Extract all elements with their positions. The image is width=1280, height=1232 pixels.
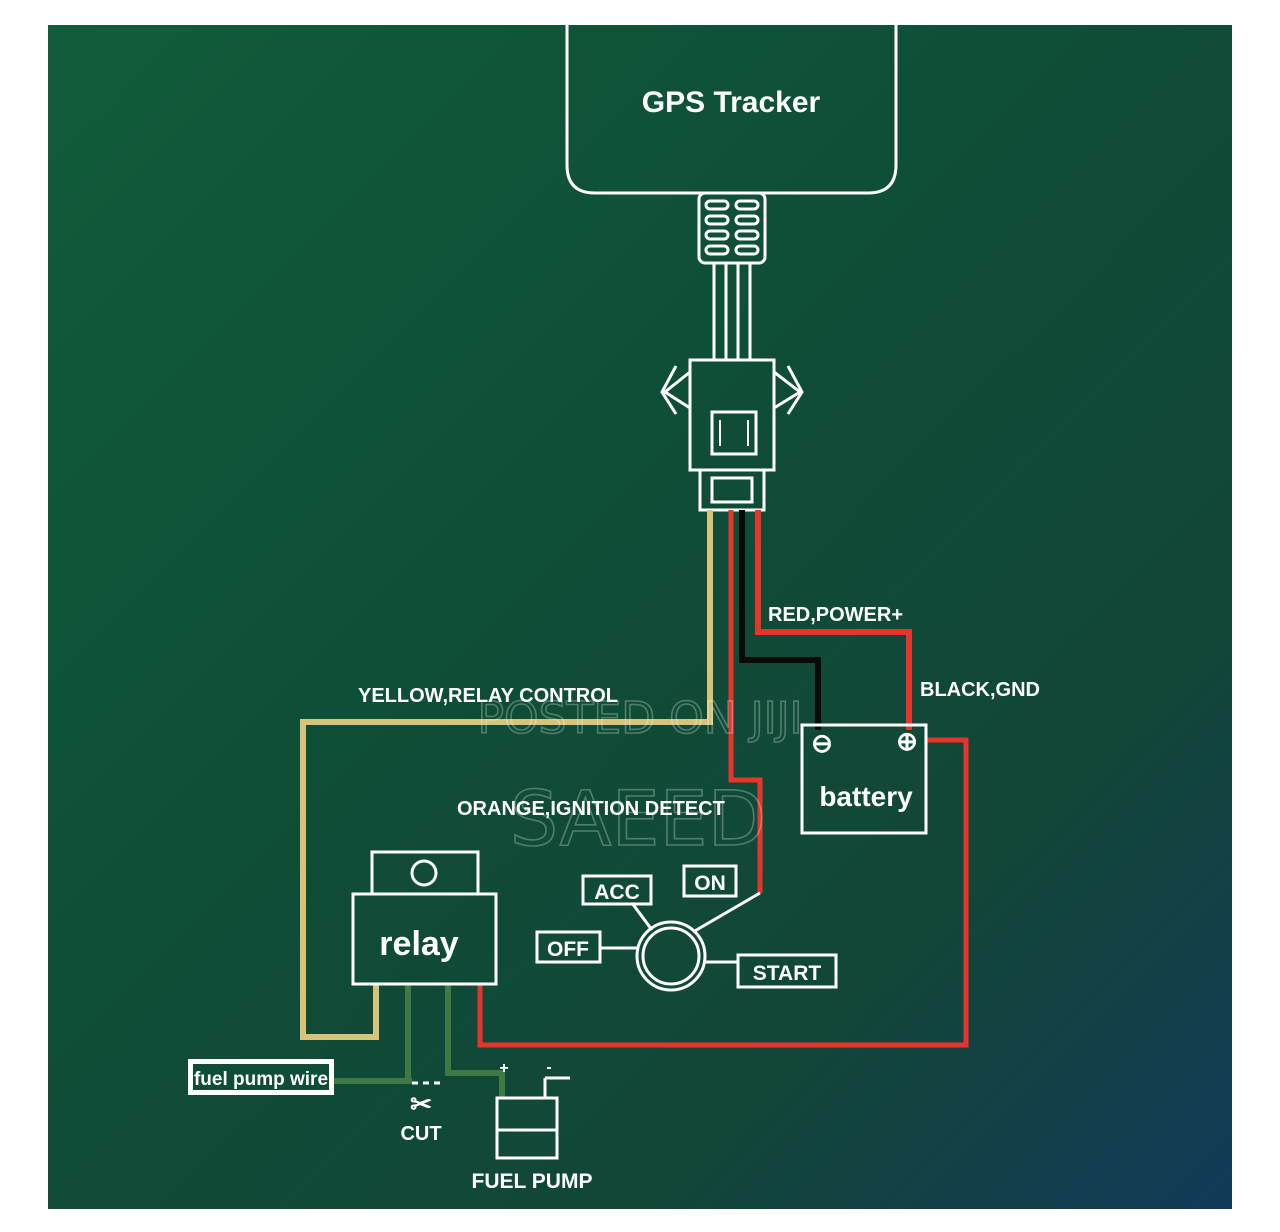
red-wire (755, 510, 912, 730)
black-wire (739, 510, 821, 730)
ignition-switch: ACC ON OFF START (535, 864, 838, 992)
fuel-pump: + - FUEL PUMP (472, 1059, 593, 1193)
fuel-pump-plus: + (499, 1060, 508, 1077)
green-wire-right (445, 985, 505, 1098)
relay: relay (351, 850, 498, 986)
fuel-pump-wire-label: fuel pump wire (194, 1069, 328, 1090)
fuel-pump-label: FUEL PUMP (472, 1170, 593, 1193)
red-relay-wire (477, 737, 969, 1048)
battery-minus-icon: ⊖ (811, 728, 833, 758)
scissors-icon: ✂ (410, 1089, 432, 1119)
relay-label: relay (379, 925, 458, 963)
green-wire-left (333, 985, 411, 1084)
wire-connector (660, 358, 804, 512)
yellow-wire-label: YELLOW,RELAY CONTROL (358, 685, 618, 707)
cable-strands (712, 263, 752, 360)
diagram-background (48, 25, 1232, 1209)
watermark-line1: POSTED ON JIJI (477, 693, 802, 744)
gps-tracker-title: GPS Tracker (642, 86, 821, 119)
watermark-line2: SAEED (510, 774, 766, 863)
battery: ⊖ ⊕ battery (800, 723, 928, 835)
ignition-on-label: ON (694, 872, 726, 895)
battery-plus-icon: ⊕ (896, 726, 918, 756)
cable-strain-relief (697, 191, 767, 265)
yellow-wire (300, 510, 713, 1040)
battery-label: battery (819, 781, 913, 812)
red-wire-label: RED,POWER+ (768, 604, 903, 626)
ignition-off-label: OFF (547, 938, 589, 961)
cut-label: CUT (400, 1123, 441, 1145)
black-wire-label: BLACK,GND (920, 679, 1040, 701)
orange-wire-label: ORANGE,IGNITION DETECT (457, 798, 725, 820)
cut-point: ✂ CUT (400, 1081, 442, 1145)
fuel-pump-minus: - (546, 1059, 551, 1076)
ignition-acc-label: ACC (594, 881, 640, 904)
ignition-start-label: START (753, 962, 822, 985)
fuel-pump-wire-box: fuel pump wire (188, 1059, 334, 1095)
orange-wire (728, 510, 763, 893)
